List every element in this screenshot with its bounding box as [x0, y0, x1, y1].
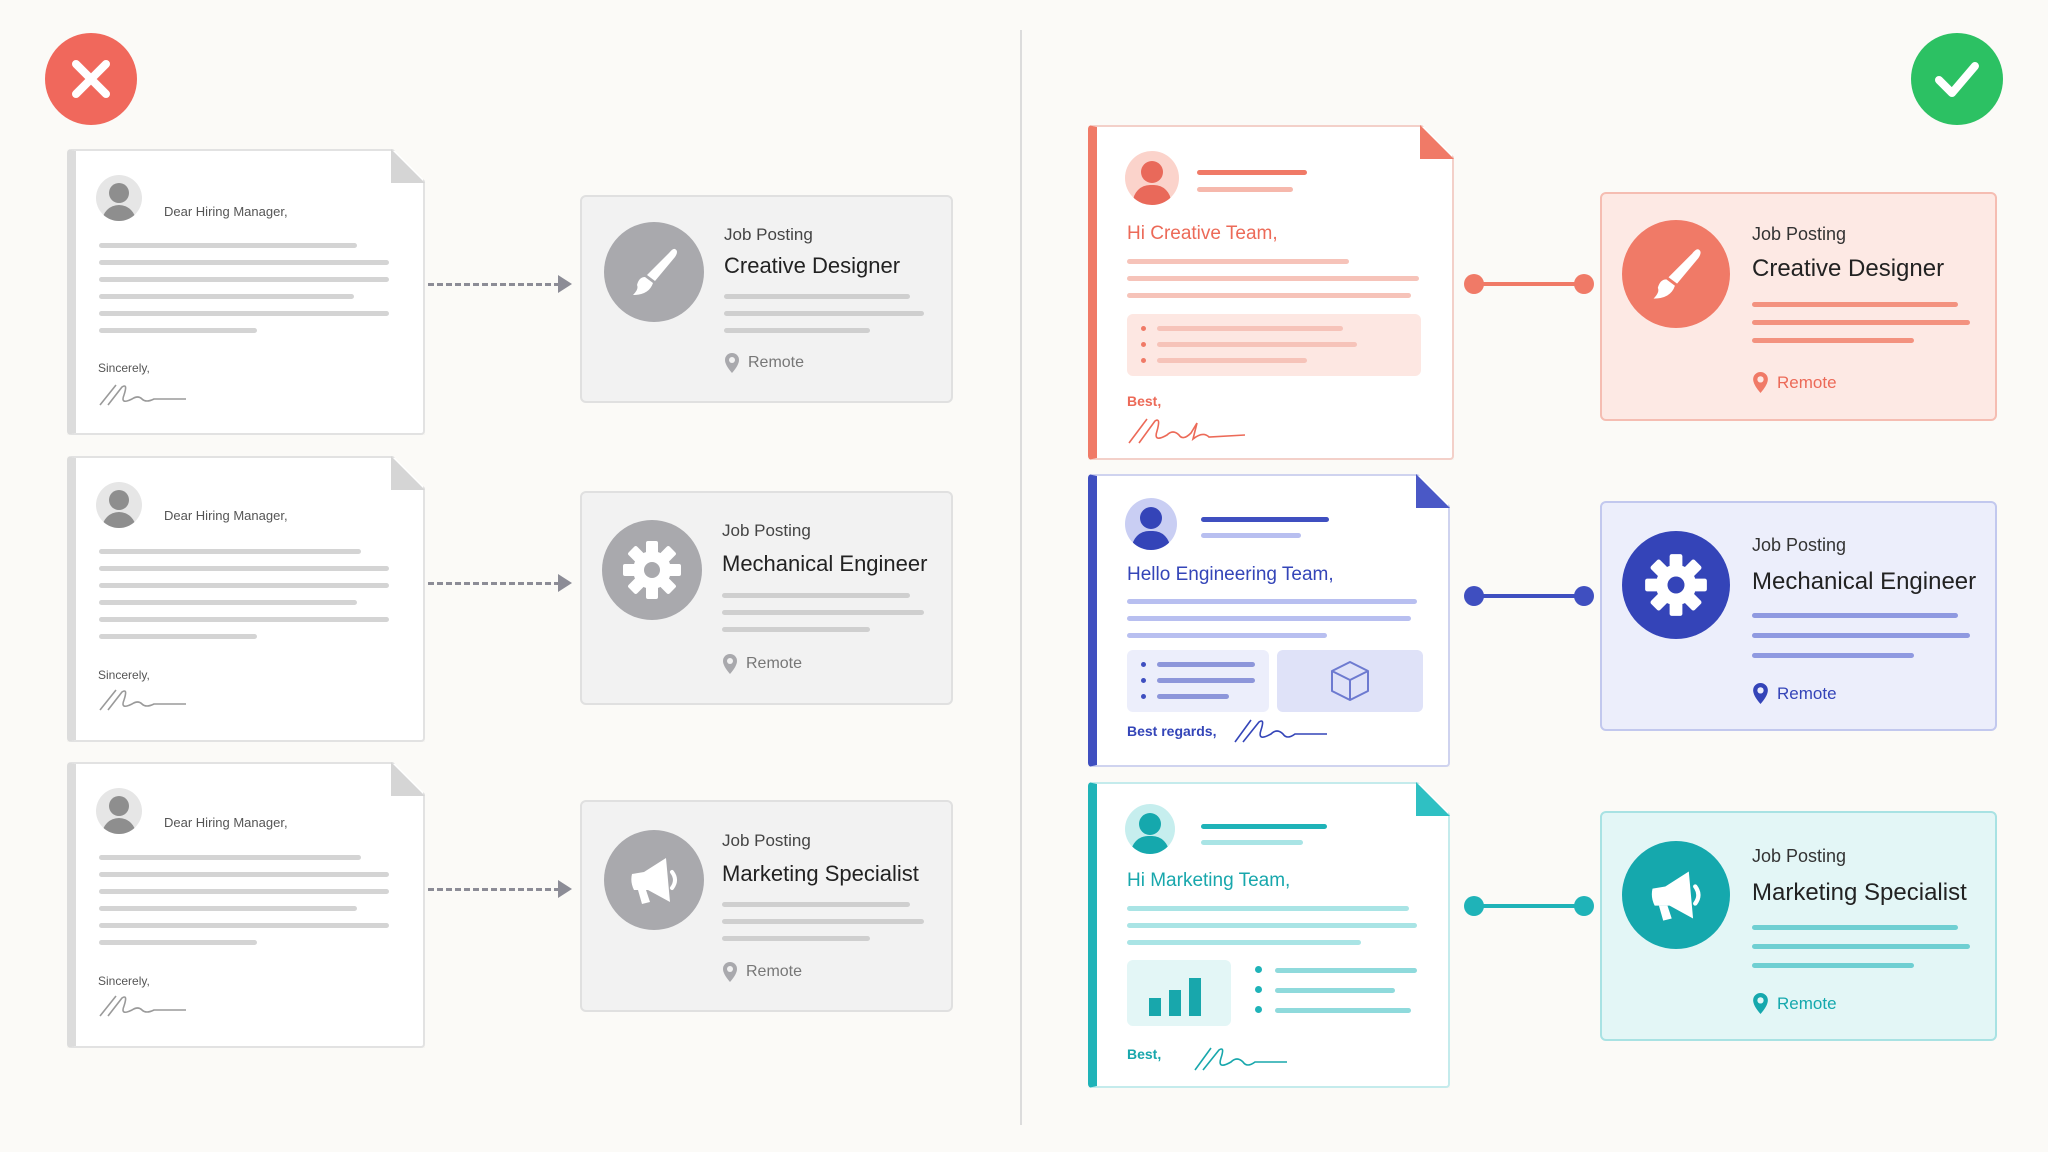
connector-line	[1474, 904, 1584, 908]
bar-chart-icon	[1127, 960, 1231, 1026]
gear-icon	[602, 520, 702, 620]
job-title: Marketing Specialist	[722, 861, 919, 886]
job-label: Job Posting	[722, 831, 811, 850]
letter-greeting: Hi Marketing Team,	[1127, 870, 1291, 891]
megaphone-icon	[1622, 841, 1730, 949]
job-posting-card-engineering: Job Posting Mechanical Engineer Remote	[1600, 501, 1997, 731]
job-label: Job Posting	[1752, 846, 1847, 866]
location-pin-icon	[1753, 683, 1768, 704]
avatar	[1125, 151, 1179, 205]
location-pin-icon	[723, 654, 737, 674]
letter-closing: Sincerely,	[98, 668, 150, 682]
signature-icon	[1233, 716, 1329, 746]
letter-greeting: Hi Creative Team,	[1127, 223, 1278, 244]
connector-dot	[1574, 586, 1594, 606]
signature-icon	[1127, 415, 1247, 447]
connector-line	[1474, 594, 1584, 598]
page-fold	[1420, 125, 1454, 159]
location-pin-icon	[1753, 993, 1768, 1014]
generic-letter: Dear Hiring Manager, Sincerely,	[67, 456, 425, 742]
job-label: Job Posting	[722, 521, 811, 540]
location-pin-icon	[723, 962, 737, 982]
job-posting-card: Job Posting Marketing Specialist Remote	[580, 800, 953, 1012]
page-fold	[1416, 782, 1450, 816]
dashed-connector	[428, 888, 560, 891]
job-label: Job Posting	[1752, 224, 1847, 244]
signature-icon	[98, 381, 188, 411]
paintbrush-icon	[604, 222, 704, 322]
connector-dot	[1574, 896, 1594, 916]
location-pin-icon	[725, 353, 739, 373]
x-mark-icon	[45, 33, 137, 125]
letter-greeting: Dear Hiring Manager,	[164, 508, 288, 523]
job-location: Remote	[1777, 372, 1837, 392]
letter-greeting: Dear Hiring Manager,	[164, 815, 288, 830]
paintbrush-icon	[1622, 220, 1730, 328]
cube-icon	[1277, 650, 1423, 712]
job-title: Creative Designer	[724, 253, 901, 278]
job-location: Remote	[1777, 683, 1837, 703]
letter-closing: Sincerely,	[98, 974, 150, 988]
connector-dot	[1574, 274, 1594, 294]
signature-icon	[1193, 1044, 1289, 1074]
job-title: Marketing Specialist	[1752, 879, 1967, 906]
connector-dot	[1464, 274, 1484, 294]
highlight-panel	[1127, 650, 1269, 712]
letter-greeting: Hello Engineering Team,	[1127, 564, 1334, 585]
avatar	[1125, 498, 1177, 550]
job-location: Remote	[746, 963, 803, 980]
generic-letter: Dear Hiring Manager, Sincerely,	[67, 149, 425, 435]
tailored-letter-creative: Hi Creative Team, Best,	[1088, 125, 1454, 460]
letter-closing: Best,	[1127, 393, 1162, 409]
gear-icon	[1622, 531, 1730, 639]
arrow-icon	[558, 574, 572, 592]
avatar	[96, 788, 142, 834]
job-posting-card: Job Posting Creative Designer Remote	[580, 195, 953, 403]
signature-icon	[98, 992, 188, 1022]
job-label: Job Posting	[724, 225, 813, 244]
job-posting-card-marketing: Job Posting Marketing Specialist Remote	[1600, 811, 1997, 1041]
job-title: Mechanical Engineer	[722, 551, 928, 576]
dashed-connector	[428, 283, 560, 286]
generic-letter: Dear Hiring Manager, Sincerely,	[67, 762, 425, 1048]
arrow-icon	[558, 880, 572, 898]
page-fold	[391, 456, 425, 490]
divider	[1020, 30, 1022, 1125]
connector-dot	[1464, 896, 1484, 916]
megaphone-icon	[604, 830, 704, 930]
location-pin-icon	[1753, 372, 1768, 393]
letter-greeting: Dear Hiring Manager,	[164, 204, 288, 219]
job-title: Creative Designer	[1752, 255, 1945, 282]
tailored-letter-engineering: Hello Engineering Team, Best regards,	[1088, 474, 1450, 767]
job-posting-card: Job Posting Mechanical Engineer Remote	[580, 491, 953, 705]
page-fold	[391, 762, 425, 796]
connector-line	[1474, 282, 1584, 286]
avatar	[96, 482, 142, 528]
check-mark-icon	[1911, 33, 2003, 125]
connector-dot	[1464, 586, 1484, 606]
job-location: Remote	[1777, 993, 1837, 1013]
avatar	[1125, 804, 1175, 854]
tailored-letter-marketing: Hi Marketing Team, Best,	[1088, 782, 1450, 1088]
page-fold	[1416, 474, 1450, 508]
avatar	[96, 175, 142, 221]
signature-icon	[98, 686, 188, 716]
job-title: Mechanical Engineer	[1752, 568, 1977, 595]
arrow-icon	[558, 275, 572, 293]
job-label: Job Posting	[1752, 535, 1847, 555]
letter-closing: Sincerely,	[98, 361, 150, 375]
page-fold	[391, 149, 425, 183]
highlight-panel	[1127, 314, 1421, 376]
letter-closing: Best regards,	[1127, 723, 1217, 739]
job-location: Remote	[748, 354, 805, 371]
job-location: Remote	[746, 655, 803, 672]
letter-closing: Best,	[1127, 1046, 1162, 1062]
dashed-connector	[428, 582, 560, 585]
job-posting-card-creative: Job Posting Creative Designer Remote	[1600, 192, 1997, 421]
